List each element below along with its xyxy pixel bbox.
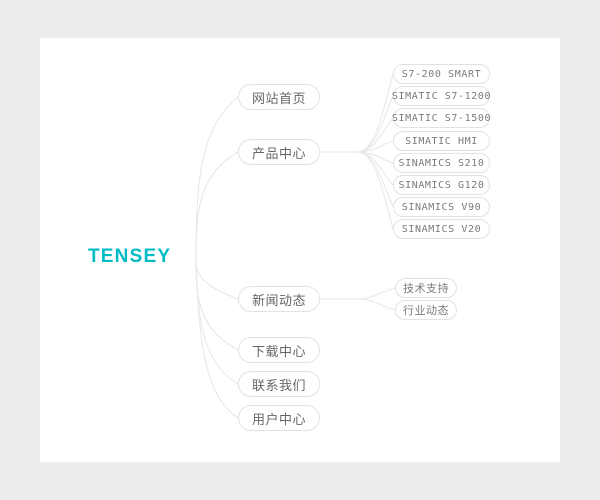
node-product-sinamics-s210[interactable]: SINAMICS S210 (393, 153, 490, 173)
root-node-tensey[interactable]: TENSEY (88, 246, 172, 267)
node-home[interactable]: 网站首页 (238, 84, 320, 110)
node-download[interactable]: 下载中心 (238, 337, 320, 363)
node-products[interactable]: 产品中心 (238, 139, 320, 165)
node-product-sinamics-v20[interactable]: SINAMICS V20 (393, 219, 490, 239)
node-product-s7-200-smart[interactable]: S7-200 SMART (393, 64, 490, 84)
node-product-simatic-s7-1200[interactable]: SIMATIC S7-1200 (392, 86, 491, 106)
node-product-simatic-s7-1500[interactable]: SIMATIC S7-1500 (392, 108, 491, 128)
node-contact[interactable]: 联系我们 (238, 371, 320, 397)
node-news-tech-support[interactable]: 技术支持 (395, 278, 457, 298)
node-news[interactable]: 新闻动态 (238, 286, 320, 312)
node-news-industry[interactable]: 行业动态 (395, 300, 457, 320)
node-product-sinamics-v90[interactable]: SINAMICS V90 (393, 197, 490, 217)
node-user[interactable]: 用户中心 (238, 405, 320, 431)
node-product-sinamics-g120[interactable]: SINAMICS G120 (393, 175, 490, 195)
node-product-simatic-hmi[interactable]: SIMATIC HMI (393, 131, 490, 151)
